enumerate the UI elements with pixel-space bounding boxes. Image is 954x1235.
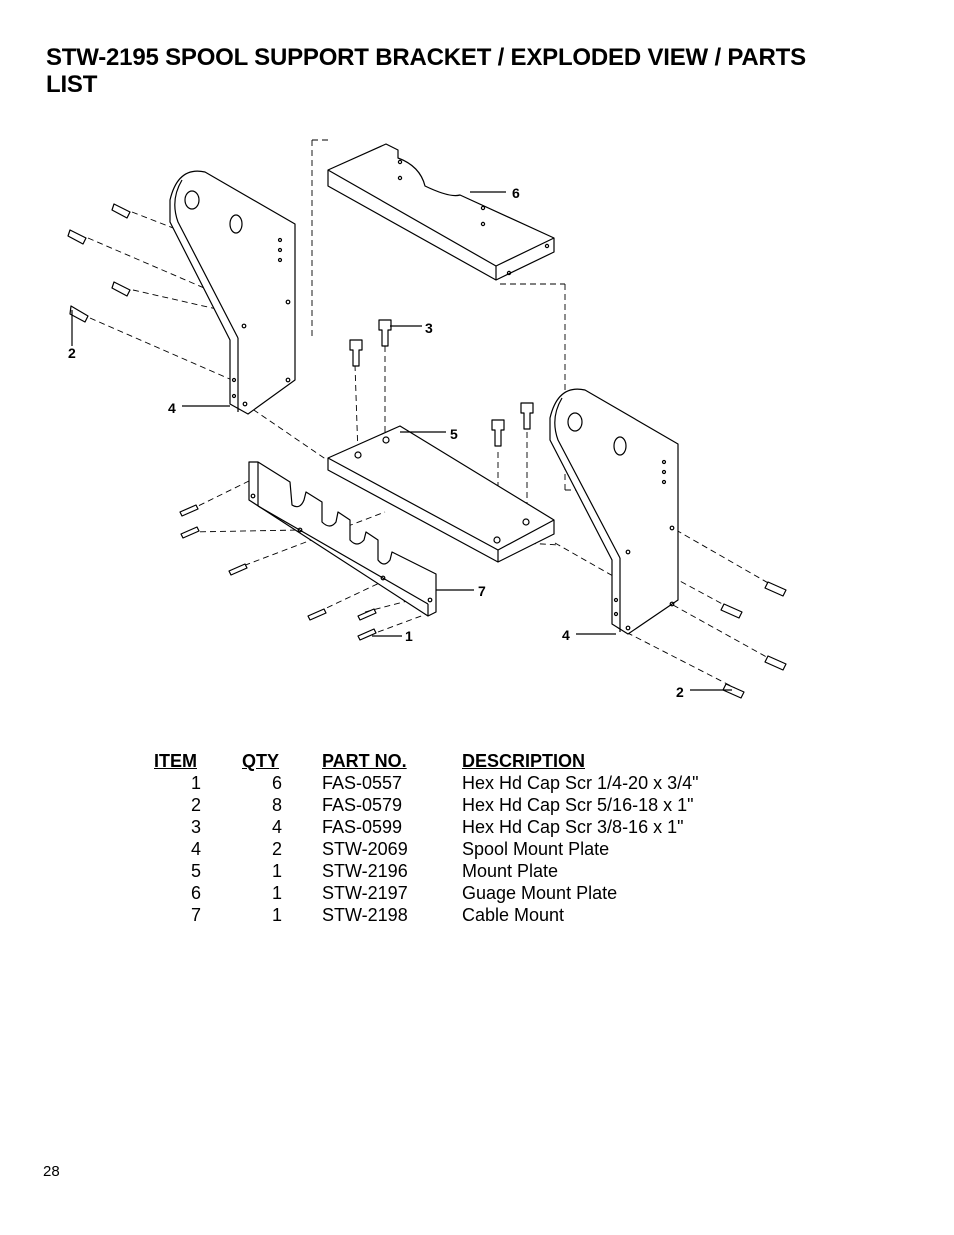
table-row: 4 2 STW-2069 Spool Mount Plate [150, 838, 699, 860]
callout-part-5: 5 [450, 426, 458, 442]
quantity: 1 [271, 905, 282, 925]
callout-part-2-left: 2 [68, 345, 76, 361]
parts-list-table: ITEM QTY PART NO. DESCRIPTION 1 6 FAS-05… [150, 750, 699, 926]
header-description: DESCRIPTION [462, 751, 586, 771]
screws-5-16-right [720, 581, 787, 699]
table-row: 3 4 FAS-0599 Hex Hd Cap Scr 3/8-16 x 1" [150, 816, 699, 838]
table-row: 1 6 FAS-0557 Hex Hd Cap Scr 1/4-20 x 3/4… [150, 772, 699, 794]
item-number: 7 [190, 905, 201, 925]
screws-5-16-left [67, 203, 131, 346]
quantity: 1 [271, 883, 282, 903]
callout-part-1: 1 [405, 628, 413, 644]
description: Cable Mount [462, 905, 565, 925]
callout-part-4-left: 4 [168, 400, 176, 416]
spool-mount-plate-right [549, 388, 679, 635]
page-number: 28 [43, 1163, 60, 1180]
cable-mount [248, 461, 437, 617]
exploded-view-diagram: 6 3 2 4 5 7 1 4 2 [67, 139, 787, 700]
page-title: STW-2195 SPOOL SUPPORT BRACKET / EXPLODE… [46, 44, 806, 98]
table-row: 7 1 STW-2198 Cable Mount [150, 904, 699, 926]
description: Hex Hd Cap Scr 5/16-18 x 1" [462, 795, 694, 815]
parts-list-header: ITEM QTY PART NO. DESCRIPTION [150, 750, 699, 772]
quantity: 1 [271, 861, 282, 881]
item-number: 5 [190, 861, 201, 881]
item-number: 6 [190, 883, 201, 903]
callout-part-2-right: 2 [676, 684, 684, 700]
item-number: 2 [190, 795, 201, 815]
part-number: STW-2198 [322, 905, 408, 925]
part-number: STW-2197 [322, 883, 408, 903]
callout-part-4-right: 4 [562, 627, 570, 643]
description: Spool Mount Plate [462, 839, 610, 859]
quantity: 6 [271, 773, 282, 793]
description: Mount Plate [462, 861, 559, 881]
header-qty: QTY [242, 751, 280, 771]
table-row: 2 8 FAS-0579 Hex Hd Cap Scr 5/16-18 x 1" [150, 794, 699, 816]
description: Hex Hd Cap Scr 3/8-16 x 1" [462, 817, 684, 837]
item-number: 3 [190, 817, 201, 837]
screws-3-8 [349, 319, 534, 447]
table-row: 6 1 STW-2197 Guage Mount Plate [150, 882, 699, 904]
quantity: 4 [271, 817, 282, 837]
screws-1-4 [179, 504, 377, 641]
part-number: FAS-0579 [322, 795, 403, 815]
callout-part-6: 6 [512, 185, 520, 201]
quantity: 8 [271, 795, 282, 815]
table-row: 5 1 STW-2196 Mount Plate [150, 860, 699, 882]
part-number: STW-2069 [322, 839, 408, 859]
part-number: FAS-0557 [322, 773, 403, 793]
header-part-no: PART NO. [322, 751, 407, 771]
callout-part-3: 3 [425, 320, 433, 336]
mount-plate [327, 425, 555, 563]
part-number: STW-2196 [322, 861, 408, 881]
item-number: 4 [190, 839, 201, 859]
part-number: FAS-0599 [322, 817, 403, 837]
header-item: ITEM [154, 751, 197, 771]
item-number: 1 [190, 773, 201, 793]
description: Guage Mount Plate [462, 883, 618, 903]
callout-leaders [182, 191, 732, 691]
callout-part-7: 7 [478, 583, 486, 599]
gauge-mount-plate [327, 143, 555, 281]
spool-mount-plate-left [169, 170, 296, 415]
quantity: 2 [271, 839, 282, 859]
description: Hex Hd Cap Scr 1/4-20 x 3/4" [462, 773, 699, 793]
